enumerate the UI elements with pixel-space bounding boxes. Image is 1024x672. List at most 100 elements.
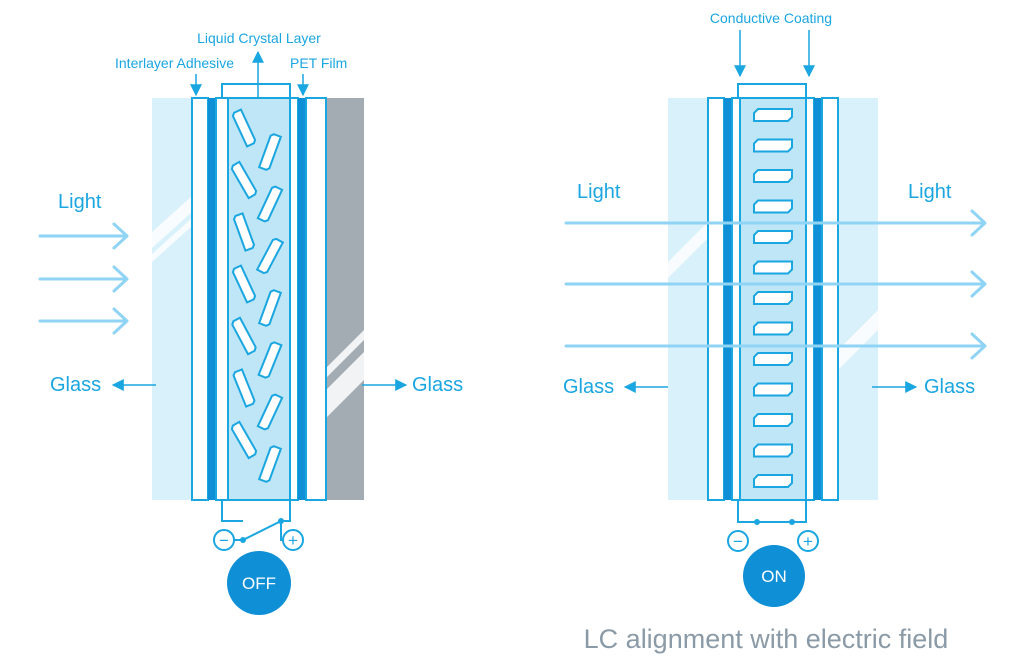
- left-circuit-wire: [221, 500, 291, 522]
- left-crystal-3-shape: [230, 160, 258, 200]
- right-conductive-layer-2: [814, 98, 822, 500]
- right-crystal-10: [753, 382, 793, 397]
- left-light-label: Light: [58, 191, 102, 213]
- left-crystal-5-shape: [232, 212, 256, 252]
- right-light-arrow-3: [564, 332, 987, 360]
- right-crystal-13-shape: [753, 474, 793, 488]
- left-plus-terminal: [282, 529, 304, 551]
- left-crystal-2: [257, 133, 283, 171]
- right-interlayer-adhesive: [707, 97, 725, 501]
- right-crystal-5-shape: [753, 230, 793, 244]
- right-glass-reflection: [668, 222, 708, 278]
- right-crystal-4-shape: [753, 199, 793, 214]
- right-interlayer-adhesive-2: [821, 97, 839, 501]
- right-crystal-1-shape: [753, 108, 793, 122]
- left-conductive-layer-1: [208, 98, 216, 500]
- on-state-label: ON: [761, 567, 787, 586]
- right-light-arrows: [564, 209, 987, 360]
- left-glass-reflection-3: [326, 352, 364, 418]
- left-crystal-11-shape: [232, 368, 256, 408]
- right-crystal-6-shape: [753, 260, 793, 275]
- right-pet-film-1: [731, 97, 741, 501]
- interlayer-adhesive-label: Interlayer Adhesive: [115, 55, 234, 71]
- right-panel: Conductive Coating Light Light Glass Gla…: [563, 10, 987, 607]
- left-interlayer-adhesive-2: [305, 97, 327, 501]
- left-crystal-6-shape: [255, 237, 285, 275]
- right-switch-node-1: [754, 519, 760, 525]
- right-plus-terminal: [797, 530, 819, 552]
- right-crystal-3: [753, 169, 793, 183]
- left-crystal-10-shape: [257, 341, 283, 379]
- right-switch-node-2: [789, 519, 795, 525]
- right-crystal-12: [753, 443, 793, 458]
- left-glass-reflection-2: [152, 218, 192, 262]
- left-crystals: [230, 108, 285, 483]
- left-crystal-5: [232, 212, 256, 252]
- left-pet-film-1: [215, 97, 229, 501]
- on-state-button[interactable]: [743, 545, 805, 607]
- left-crystal-4: [256, 185, 284, 223]
- left-crystal-14-shape: [257, 445, 283, 483]
- right-crystal-3-shape: [753, 169, 793, 183]
- left-panel: Liquid Crystal Layer Interlayer Adhesive…: [38, 30, 463, 615]
- right-lc-bracket: [737, 83, 807, 98]
- right-crystal-8: [753, 321, 793, 336]
- right-light-arrow-1: [564, 209, 987, 237]
- right-crystal-7: [753, 291, 793, 305]
- right-glass-pane-right: [838, 98, 878, 500]
- right-light-in-label: Light: [577, 181, 621, 203]
- left-crystal-14: [257, 445, 283, 483]
- left-plus-sign: +: [288, 531, 298, 550]
- right-crystal-9: [753, 352, 793, 366]
- right-crystal-5: [753, 230, 793, 244]
- left-glass-pane-right: [326, 98, 364, 500]
- left-glass-label-left: Glass: [50, 374, 101, 396]
- left-glass-pane-left: [152, 98, 192, 500]
- left-crystal-8-shape: [257, 289, 283, 327]
- left-crystal-11: [232, 368, 256, 408]
- left-switch: [242, 520, 282, 541]
- right-circuit-wire: [737, 500, 807, 523]
- right-crystal-13: [753, 474, 793, 488]
- right-crystal-8-shape: [753, 321, 793, 336]
- left-conductive-layer-2: [298, 98, 306, 500]
- left-crystal-3: [230, 160, 258, 200]
- left-light-arrows: [38, 222, 129, 335]
- right-crystal-6: [753, 260, 793, 275]
- right-minus-sign: −: [733, 532, 743, 551]
- right-lc-layer: [739, 97, 807, 501]
- left-crystal-7-shape: [231, 264, 257, 304]
- left-crystal-13-shape: [230, 420, 258, 460]
- left-crystal-2-shape: [257, 133, 283, 171]
- left-crystal-4-shape: [256, 185, 284, 223]
- right-minus-terminal: [727, 530, 749, 552]
- right-crystal-12-shape: [753, 443, 793, 458]
- left-glass-reflection-4: [326, 330, 364, 378]
- right-crystal-1: [753, 108, 793, 122]
- right-crystal-2: [753, 138, 793, 153]
- right-crystal-7-shape: [753, 291, 793, 305]
- right-plus-sign: +: [803, 532, 813, 551]
- right-crystals: [753, 108, 793, 488]
- right-crystal-10-shape: [753, 382, 793, 397]
- left-crystal-10: [257, 341, 283, 379]
- left-crystal-6: [255, 237, 285, 275]
- left-crystal-12: [256, 393, 284, 431]
- left-lc-bracket: [221, 83, 291, 98]
- off-state-label: OFF: [242, 574, 276, 593]
- left-crystal-7: [231, 264, 257, 304]
- right-light-out-label: Light: [908, 181, 952, 203]
- left-crystal-8: [257, 289, 283, 327]
- right-glass-reflection-2: [838, 310, 878, 370]
- right-crystal-11: [753, 413, 793, 427]
- right-glass-label-right: Glass: [924, 376, 975, 398]
- left-light-arrow-2: [38, 265, 129, 293]
- right-crystal-9-shape: [753, 352, 793, 366]
- off-state-button[interactable]: [227, 551, 291, 615]
- left-pet-film-2: [289, 97, 299, 501]
- liquid-crystal-layer-label: Liquid Crystal Layer: [197, 30, 321, 46]
- right-crystal-2-shape: [753, 138, 793, 153]
- left-light-arrow-1: [38, 222, 129, 250]
- conductive-coating-label: Conductive Coating: [710, 10, 832, 26]
